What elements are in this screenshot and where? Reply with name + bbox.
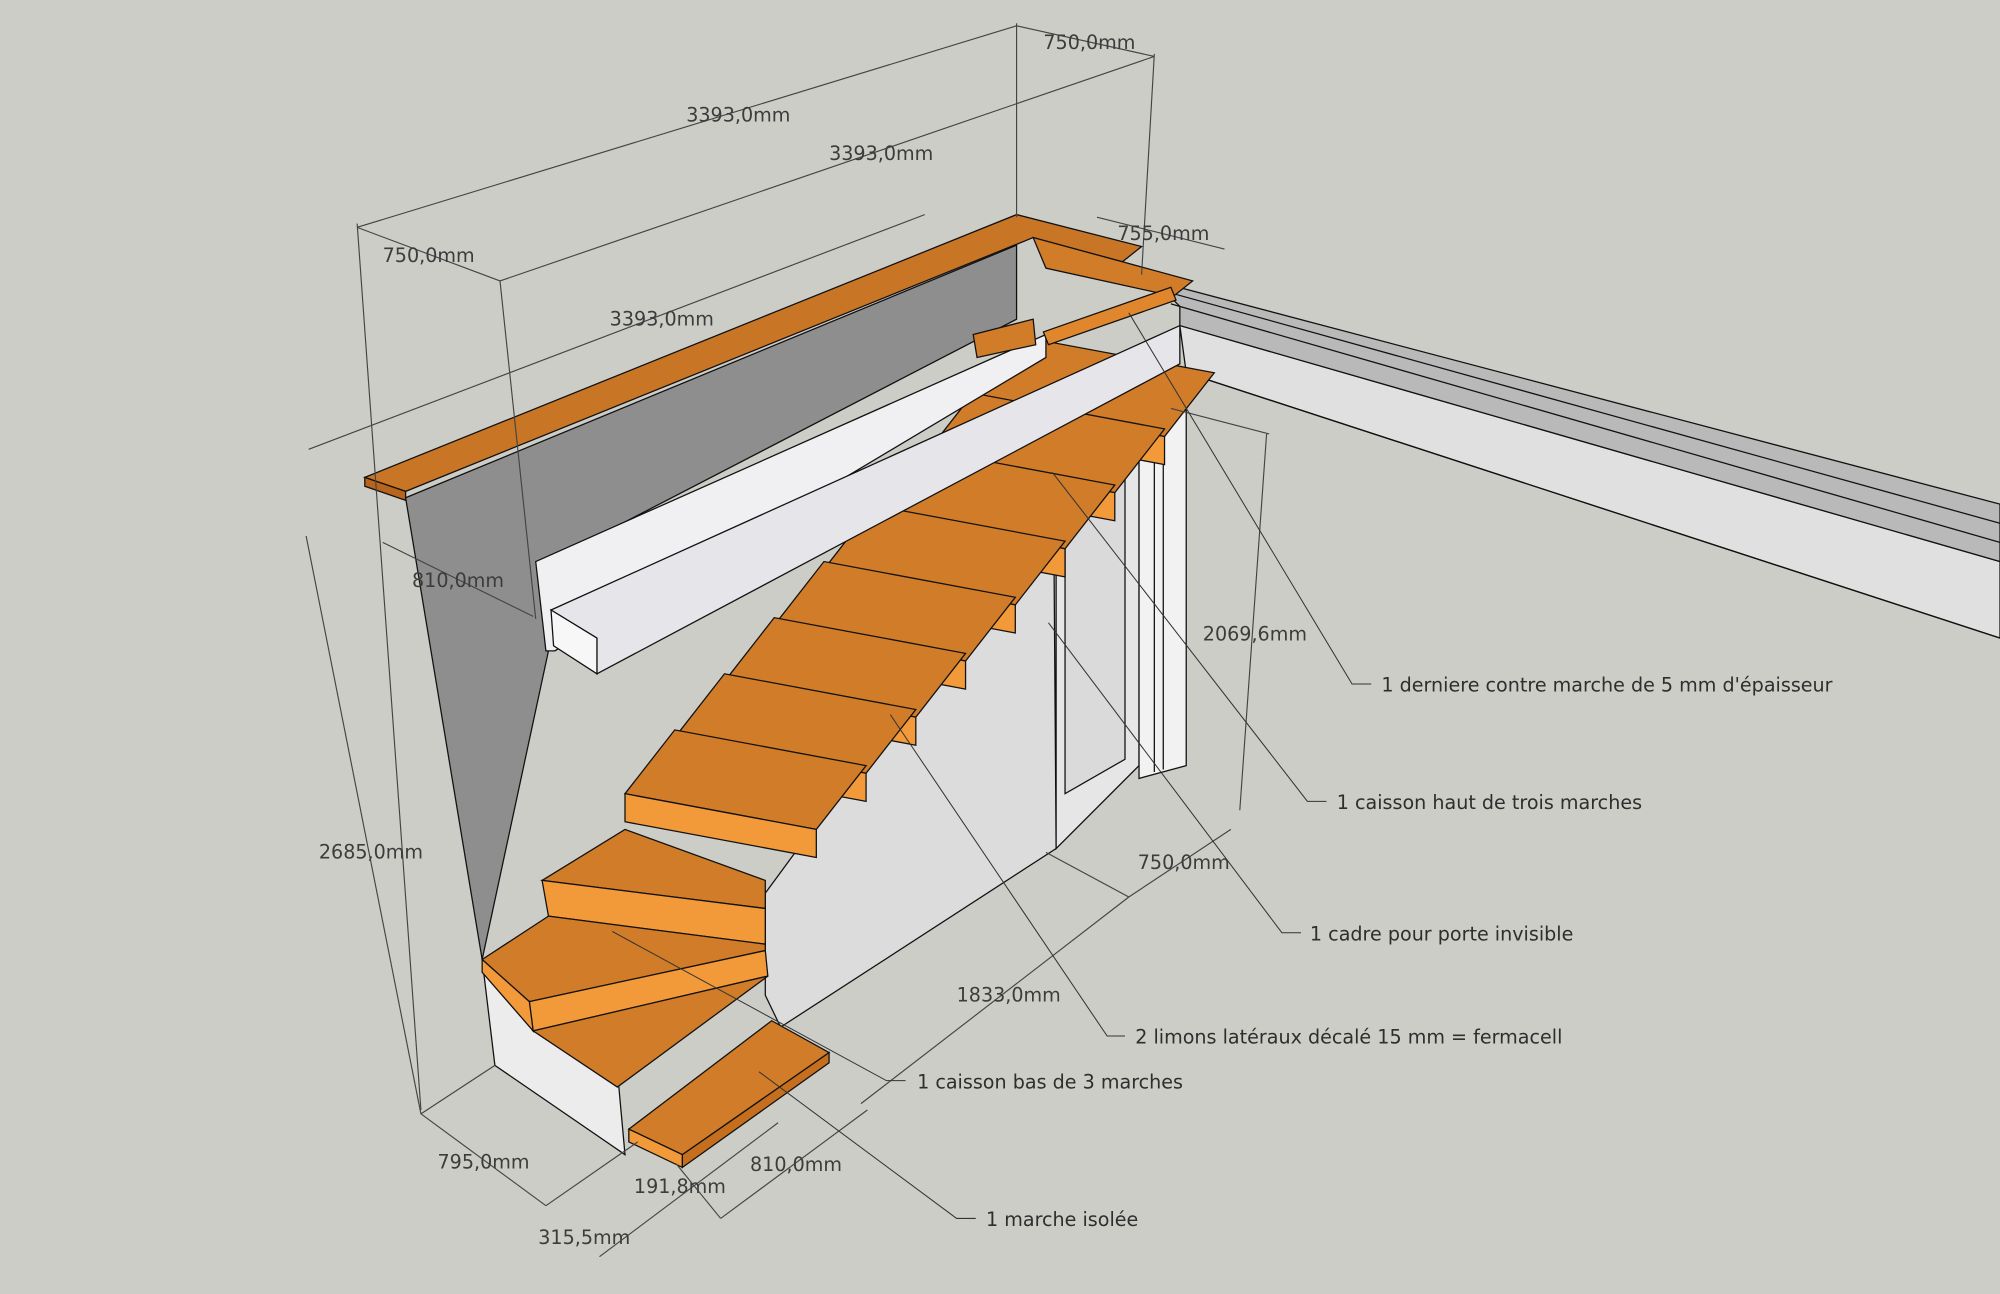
winder-steps — [481, 828, 769, 1088]
annotation-leaders — [612, 312, 1372, 1219]
dim-3393-c: 3393,0mm — [610, 308, 714, 331]
note-door-frame: 1 cadre pour porte invisible — [1310, 922, 1573, 945]
dim-step-810: 810,0mm — [750, 1153, 842, 1176]
dim-3393-a: 3393,0mm — [686, 103, 790, 126]
note-last-riser: 1 derniere contre marche de 5 mm d'épais… — [1381, 674, 1832, 697]
dimension-lines — [305, 23, 1270, 1258]
dim-height-2685: 2685,0mm — [319, 841, 423, 864]
isolated-step — [627, 1019, 831, 1169]
stair-riser — [624, 792, 817, 859]
annotation-labels: 1 derniere contre marche de 5 mm d'épais… — [917, 674, 1833, 1231]
dim-offset-315: 315,5mm — [538, 1226, 630, 1249]
beams — [535, 324, 1181, 675]
note-lower-box: 1 caisson bas de 3 marches — [917, 1070, 1183, 1093]
dim-base-795: 795,0mm — [438, 1151, 530, 1174]
dim-top-750: 750,0mm — [1043, 31, 1135, 54]
dim-depth-810: 810,0mm — [412, 569, 504, 592]
dim-3393-b: 3393,0mm — [829, 142, 933, 165]
upper-floor-rails — [1152, 279, 2000, 639]
note-upper-box: 1 caisson haut de trois marches — [1337, 791, 1642, 814]
dim-step-191: 191,8mm — [634, 1175, 726, 1198]
dim-door-2069: 2069,6mm — [1203, 623, 1307, 646]
dim-left-750: 750,0mm — [383, 244, 475, 267]
dimension-labels: 750,0mm 3393,0mm 3393,0mm 3393,0mm 750,0… — [319, 31, 1307, 1249]
dim-right-755: 755,0mm — [1117, 222, 1209, 245]
dim-length-1833: 1833,0mm — [957, 984, 1061, 1007]
note-stringers: 2 limons latéraux décalé 15 mm = fermace… — [1135, 1026, 1562, 1049]
note-single-step: 1 marche isolée — [986, 1208, 1138, 1231]
dim-door-750: 750,0mm — [1138, 851, 1230, 874]
